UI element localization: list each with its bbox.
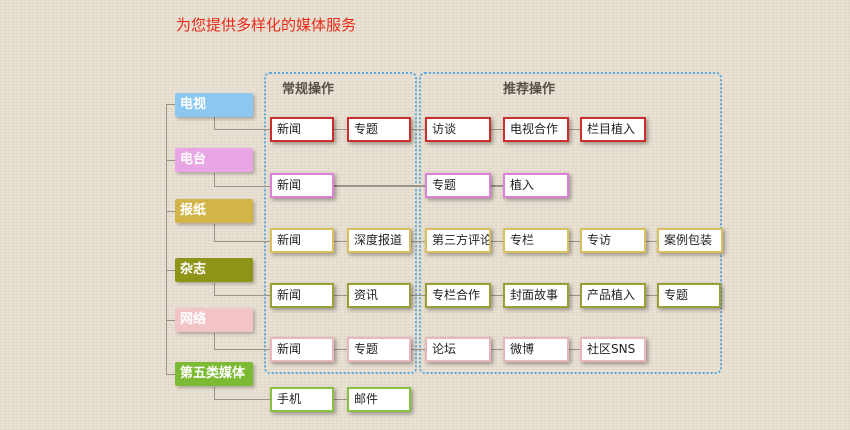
regular-operations-frame [264, 72, 417, 374]
tv-feature: 专题 [347, 117, 411, 142]
tree-branch [166, 374, 175, 375]
category-magazine: 杂志 [175, 258, 253, 282]
tree-branch [166, 211, 175, 212]
tree-vertical-line [166, 104, 167, 374]
newspaper-column: 专栏 [503, 228, 569, 253]
fifth-mobile: 手机 [270, 387, 334, 412]
row-connector [214, 129, 270, 130]
row-connector [214, 186, 270, 187]
page-title: 为您提供多样化的媒体服务 [176, 16, 357, 34]
row-line-magazine [330, 295, 660, 296]
row-connector [214, 224, 215, 241]
tv-program-placement: 栏目植入 [580, 117, 646, 142]
tree-branch [166, 270, 175, 271]
magazine-feature: 专题 [657, 283, 721, 308]
magazine-info: 资讯 [347, 283, 411, 308]
radio-placement: 植入 [503, 173, 569, 198]
newspaper-third-party-review: 第三方评论 [425, 228, 491, 253]
magazine-cover-story: 封面故事 [503, 283, 569, 308]
tv-cooperation: 电视合作 [503, 117, 569, 142]
category-newspaper: 报纸 [175, 199, 253, 223]
row-line-fifth [330, 399, 348, 400]
row-connector [214, 173, 215, 186]
tv-news: 新闻 [270, 117, 334, 142]
category-radio: 电台 [175, 148, 253, 172]
tree-branch [166, 104, 175, 105]
row-connector [214, 349, 270, 350]
web-news: 新闻 [270, 337, 334, 362]
web-forum: 论坛 [425, 337, 491, 362]
magazine-product-placement: 产品植入 [580, 283, 646, 308]
regular-operations-label: 常规操作 [282, 82, 335, 97]
newspaper-case-packaging: 案例包装 [657, 228, 723, 253]
row-connector [214, 241, 270, 242]
row-line-radio [330, 185, 508, 187]
tree-branch [166, 320, 175, 321]
radio-news: 新闻 [270, 173, 334, 198]
magazine-news: 新闻 [270, 283, 334, 308]
magazine-column-cooperation: 专栏合作 [425, 283, 491, 308]
recommended-operations-label: 推荐操作 [503, 82, 556, 97]
radio-feature: 专题 [425, 173, 491, 198]
row-connector [214, 333, 215, 349]
category-web: 网络 [175, 308, 253, 332]
row-connector [214, 295, 270, 296]
category-fifth-media: 第五类媒体 [175, 362, 253, 386]
newspaper-news: 新闻 [270, 228, 334, 253]
row-connector [214, 399, 270, 400]
newspaper-exclusive-interview: 专访 [580, 228, 646, 253]
tv-interview: 访谈 [425, 117, 491, 142]
newspaper-in-depth: 深度报道 [347, 228, 411, 253]
fifth-email: 邮件 [347, 387, 411, 412]
row-connector [214, 117, 215, 129]
web-sns: 社区SNS [580, 337, 646, 362]
row-connector [214, 283, 215, 295]
category-tv: 电视 [175, 93, 253, 117]
row-line-newspaper [330, 241, 660, 242]
tree-branch [166, 160, 175, 161]
web-weibo: 微博 [503, 337, 569, 362]
recommended-operations-frame [419, 72, 722, 374]
web-feature: 专题 [347, 337, 411, 362]
row-connector [214, 387, 215, 399]
